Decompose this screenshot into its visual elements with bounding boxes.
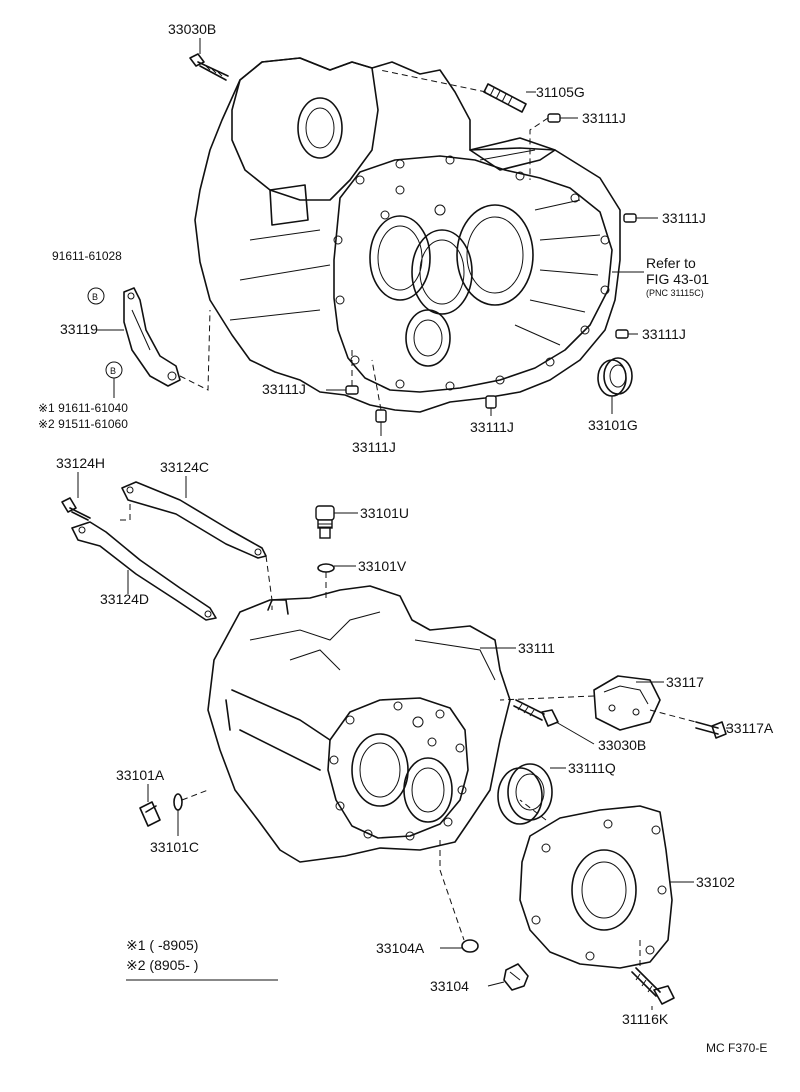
plug-33104 xyxy=(487,963,529,991)
refer-line3: (PNC 31115C) xyxy=(646,288,704,298)
label-91511-61060: ※2 91511-61060 xyxy=(38,417,128,431)
bolt-33124h xyxy=(61,472,91,521)
label-91611-61028: 91611-61028 xyxy=(52,249,122,263)
label-33030b-bottom: 33030B xyxy=(598,737,646,753)
label-33111j-2: 33111J xyxy=(662,210,706,226)
bearing-33111q xyxy=(497,763,566,825)
refer-line2: FIG 43-01 xyxy=(646,271,709,287)
stay-33124c xyxy=(121,476,267,559)
callout-b-1: B xyxy=(87,287,105,305)
label-33111j-3: 33111J xyxy=(642,326,686,342)
note-1: ※1 ( -8905) xyxy=(126,937,198,953)
label-33101g: 33101G xyxy=(588,417,638,433)
label-33101a: 33101A xyxy=(116,767,165,783)
label-33111: 33111 xyxy=(518,640,555,656)
pin-33111j-1 xyxy=(547,113,578,123)
label-33119: 33119 xyxy=(60,321,98,337)
label-33101u: 33101U xyxy=(360,505,409,521)
transmission-case xyxy=(207,585,511,863)
bolt-33030b-bottom xyxy=(513,699,595,745)
bolt-33030b-top xyxy=(189,38,229,81)
label-31105g: 31105G xyxy=(536,84,585,100)
label-33111j-5: 33111J xyxy=(352,439,396,455)
gasket-33101v xyxy=(317,563,356,573)
stud-31105g xyxy=(483,83,536,113)
note-2: ※2 (8905- ) xyxy=(126,957,198,973)
transaxle-housing xyxy=(194,57,621,413)
figure-code: MC F370-E xyxy=(706,1041,767,1055)
pin-33111j-5 xyxy=(375,409,387,436)
label-33111j-6: 33111J xyxy=(470,419,514,435)
pin-33111j-4 xyxy=(326,385,359,395)
plate-33117 xyxy=(593,675,664,731)
svg-text:B: B xyxy=(110,366,116,376)
pin-33111j-2 xyxy=(623,213,658,223)
pin-33111j-6 xyxy=(485,395,497,416)
bolt-31116k xyxy=(631,967,675,1010)
label-31116k: 31116K xyxy=(622,1011,669,1027)
label-33104a: 33104A xyxy=(376,940,425,956)
svg-text:B: B xyxy=(92,292,98,302)
bolt-33117a xyxy=(695,721,730,739)
bracket-33119 xyxy=(123,287,181,387)
label-33117a: 33117A xyxy=(726,720,774,736)
callout-b-2: B xyxy=(105,361,123,379)
housing-33102 xyxy=(519,805,694,969)
label-33111q: 33111Q xyxy=(568,760,616,776)
label-33101c: 33101C xyxy=(150,839,199,855)
refer-line1: Refer to xyxy=(646,255,696,271)
label-33117: 33117 xyxy=(666,674,704,690)
label-33124h: 33124H xyxy=(56,455,105,471)
plug-33101a xyxy=(139,784,161,827)
pin-33111j-3 xyxy=(615,329,638,339)
label-33111j-4: 33111J xyxy=(262,381,306,397)
label-91611-61040: ※1 91611-61040 xyxy=(38,401,128,415)
stay-33124d xyxy=(71,521,217,621)
label-33102: 33102 xyxy=(696,874,735,890)
label-33030b-top: 33030B xyxy=(168,21,216,37)
label-33124c: 33124C xyxy=(160,459,209,475)
label-33101v: 33101V xyxy=(358,558,407,574)
label-33104: 33104 xyxy=(430,978,469,994)
plug-33101u xyxy=(315,505,358,539)
gasket-33101c xyxy=(173,793,183,836)
label-33124d: 33124D xyxy=(100,591,149,607)
gasket-33104a xyxy=(440,939,479,953)
seal-33101g xyxy=(597,357,633,414)
label-33111j-1: 33111J xyxy=(582,110,626,126)
